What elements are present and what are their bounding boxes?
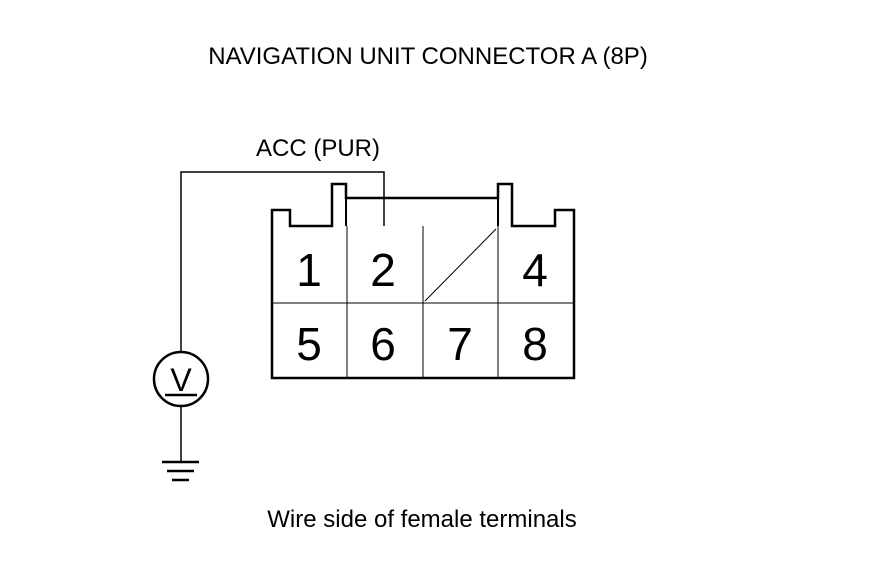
terminal-2: 2 <box>370 244 396 296</box>
ground-icon <box>162 460 199 482</box>
diagram-caption: Wire side of female terminals <box>267 506 576 533</box>
voltmeter-icon: V <box>152 350 210 408</box>
terminal-5: 5 <box>296 318 322 370</box>
unused-terminal-slash <box>424 228 497 302</box>
probe-wire <box>180 171 385 352</box>
diagram-title: NAVIGATION UNIT CONNECTOR A (8P) <box>208 43 648 70</box>
wire-label: ACC (PUR) <box>256 135 380 162</box>
voltmeter-symbol: V <box>170 362 192 398</box>
terminal-1: 1 <box>296 244 322 296</box>
terminal-6: 6 <box>370 318 396 370</box>
terminal-4: 4 <box>522 244 548 296</box>
terminal-7: 7 <box>447 318 473 370</box>
terminal-8: 8 <box>522 318 548 370</box>
